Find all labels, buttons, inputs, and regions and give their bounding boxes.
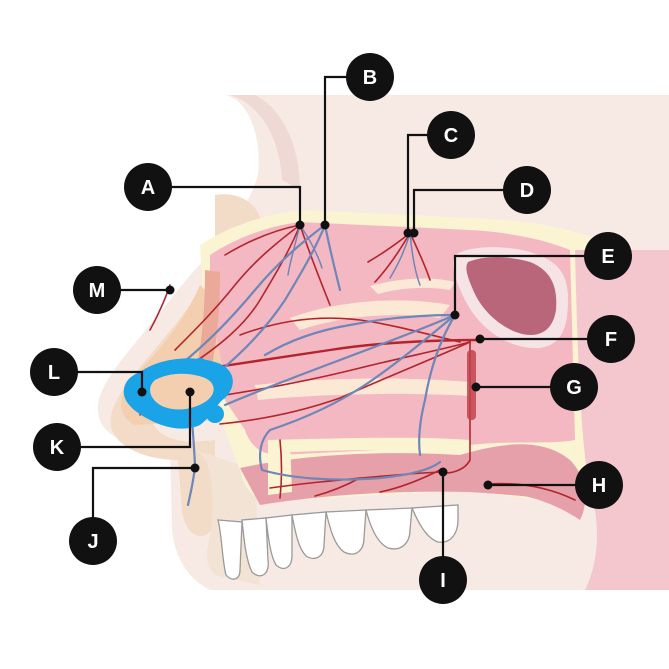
dot-L — [137, 387, 147, 397]
marker-F: F — [587, 315, 635, 363]
palate-bone — [268, 440, 292, 495]
nerve-trunk-3 — [323, 223, 342, 292]
dot-A — [295, 220, 305, 230]
marker-I: I — [419, 556, 467, 604]
artery-branch-10 — [409, 232, 431, 281]
pterygoid-canal — [467, 350, 476, 420]
artery-palate-2 — [379, 469, 441, 493]
artery-branch-2 — [219, 341, 471, 425]
marker-D: D — [503, 166, 551, 214]
marker-A: A — [124, 163, 172, 211]
artery-branch-5 — [174, 224, 301, 351]
leader-E — [453, 254, 587, 315]
leader-endpoints — [137, 220, 493, 490]
marker-F-label: F — [605, 329, 617, 351]
plexus-inner — [150, 373, 214, 410]
superior-meatus — [370, 278, 455, 294]
nerve-palatine — [260, 460, 442, 481]
artery-branch-6 — [194, 224, 301, 363]
dot-E — [450, 310, 460, 320]
palate-top-rim — [268, 437, 470, 452]
leader-L — [70, 370, 144, 392]
leader-D — [412, 188, 506, 233]
marker-L: L — [30, 348, 78, 396]
plexus-spot-2 — [214, 374, 226, 386]
marker-H-label: H — [592, 475, 606, 497]
marker-L-label: L — [48, 362, 60, 384]
dot-M — [165, 285, 175, 295]
sinus-inner — [466, 257, 557, 335]
brow-shadow — [230, 95, 300, 190]
marker-J-label: J — [87, 531, 98, 553]
tooth-2 — [241, 517, 269, 577]
upper-lip — [195, 450, 260, 585]
tooth-7 — [411, 504, 459, 543]
marker-B-label: B — [363, 67, 377, 89]
leader-lines — [70, 75, 590, 560]
marker-E: E — [584, 232, 632, 280]
leader-C — [406, 133, 429, 233]
artery-branch-7 — [299, 224, 331, 306]
marker-K: K — [33, 423, 81, 471]
nerve-trunk-1 — [178, 223, 327, 367]
marker-I-label: I — [440, 570, 446, 592]
sphenoid-sinus — [453, 247, 568, 349]
marker-G-label: G — [566, 377, 582, 399]
nerve-lateral-2 — [418, 313, 457, 457]
vascular-plexus — [123, 358, 233, 429]
marker-B: B — [346, 53, 394, 101]
dot-K — [185, 387, 195, 397]
marker-C: C — [427, 111, 475, 159]
teeth-row — [217, 504, 459, 580]
leader-B — [323, 75, 350, 225]
marker-E-label: E — [601, 246, 614, 268]
artery-branch-8 — [224, 224, 301, 256]
dot-F — [475, 334, 485, 344]
leader-J — [91, 466, 195, 520]
marker-M-label: M — [89, 280, 106, 302]
marker-A-label: A — [141, 177, 155, 199]
dot-B — [320, 220, 330, 230]
plexus-spot-3 — [193, 358, 207, 372]
nerve-lateral-1 — [259, 313, 457, 472]
marker-C-label: C — [444, 125, 458, 147]
dot-J — [190, 463, 200, 473]
nerve-lateral-3 — [263, 313, 457, 357]
nerve-olfactory-3 — [287, 224, 301, 276]
dot-I — [438, 467, 448, 477]
middle-meatus — [290, 300, 450, 330]
marker-G: G — [550, 363, 598, 411]
tooth-4 — [291, 511, 327, 560]
marker-K-label: K — [50, 437, 65, 459]
markers: A B C D E F G H I J K L M — [30, 53, 635, 604]
plexus-spot-1 — [206, 405, 224, 423]
tooth-1 — [217, 519, 243, 580]
artery-pharynx — [487, 482, 576, 501]
inferior-meatus — [255, 378, 470, 400]
dot-H — [483, 480, 493, 490]
tooth-3 — [265, 514, 293, 569]
dot-G — [471, 382, 481, 392]
marker-D-label: D — [520, 180, 534, 202]
nerve-olfactory-2 — [409, 232, 421, 286]
leader-K — [72, 392, 192, 449]
marker-M: M — [73, 266, 121, 314]
leader-A — [166, 185, 302, 225]
nerve-nasopalatine — [223, 313, 457, 407]
marker-J: J — [69, 517, 117, 565]
tooth-6 — [365, 507, 413, 550]
artery-vert — [279, 439, 283, 499]
tooth-5 — [325, 509, 367, 555]
soft-palate — [460, 444, 586, 520]
marker-H: H — [575, 461, 623, 509]
dot-D — [409, 228, 419, 238]
